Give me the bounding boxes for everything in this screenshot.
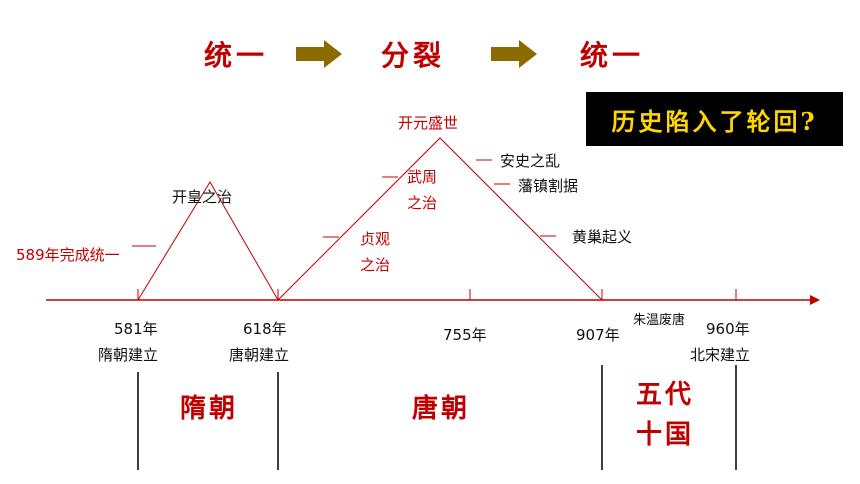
right-arrow-icon xyxy=(296,40,342,68)
note-zhuwen: 朱温废唐 xyxy=(633,313,686,328)
event-unify-589: 589年完成统一 xyxy=(16,246,120,264)
event-tang-founded: 唐朝建立 xyxy=(229,346,290,364)
event-kaiyuan: 开元盛世 xyxy=(398,114,459,132)
dynasty-wudai-2: 十国 xyxy=(636,420,695,450)
event-song-founded: 北宋建立 xyxy=(690,346,751,364)
cycle-callout: 历史陷入了轮回? xyxy=(586,92,843,146)
right-arrow-icon xyxy=(491,40,537,68)
event-sui-founded: 隋朝建立 xyxy=(98,346,159,364)
event-fanzhen: 藩镇割据 xyxy=(518,177,579,195)
tang-peak-line xyxy=(277,137,603,301)
header-unify-right: 统一 xyxy=(580,39,645,72)
dynasty-tang: 唐朝 xyxy=(412,394,471,424)
year-618: 618年 xyxy=(243,320,287,338)
event-zhenguan-2: 之治 xyxy=(360,256,391,274)
timeline-arrowhead xyxy=(810,295,820,305)
year-960: 960年 xyxy=(706,320,750,338)
year-755: 755年 xyxy=(443,326,487,344)
event-kaihuang: 开皇之治 xyxy=(172,188,233,206)
event-wuzhou-1: 武周 xyxy=(407,168,438,186)
header-split: 分裂 xyxy=(381,39,446,72)
event-anshi: 安史之乱 xyxy=(500,152,561,170)
event-huangchao: 黄巢起义 xyxy=(572,228,633,246)
year-907: 907年 xyxy=(576,326,620,344)
event-zhenguan-1: 贞观 xyxy=(360,230,391,248)
dynasty-sui: 隋朝 xyxy=(180,394,239,424)
dynasty-wudai-1: 五代 xyxy=(636,380,695,410)
year-581: 581年 xyxy=(114,320,158,338)
header-unify-left: 统一 xyxy=(204,39,269,72)
sui-peak-line xyxy=(137,181,279,301)
event-wuzhou-2: 之治 xyxy=(407,194,438,212)
